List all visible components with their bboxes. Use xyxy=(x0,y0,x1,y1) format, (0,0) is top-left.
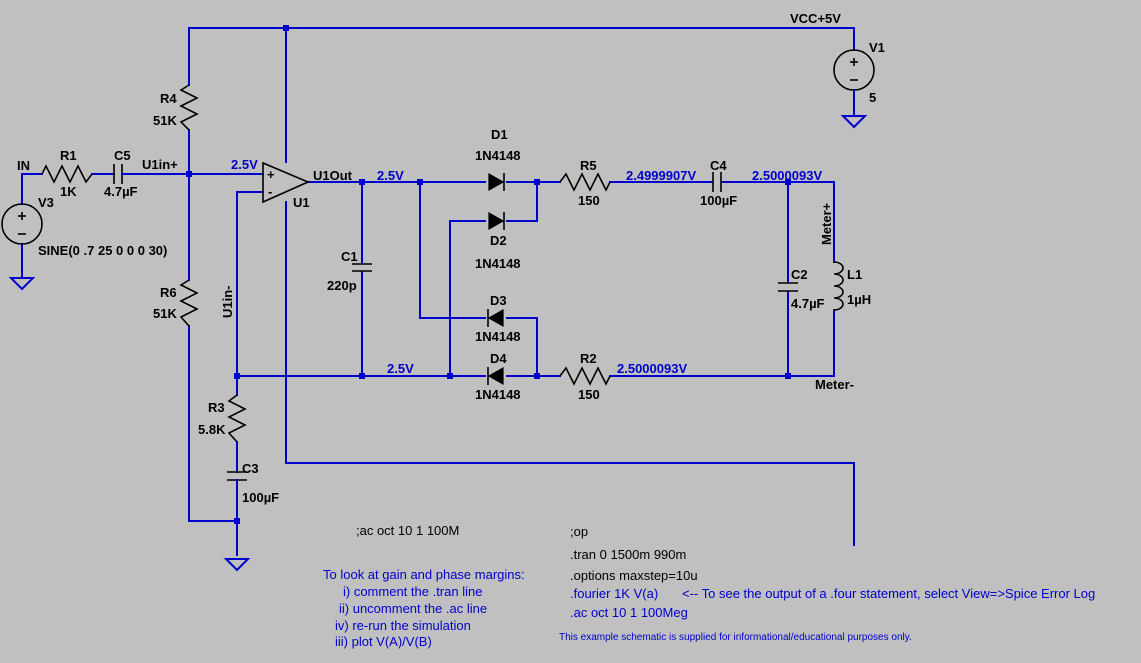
voltage-c1-bottom: 2.5V xyxy=(387,361,414,376)
opamp-u1[interactable]: + - xyxy=(262,161,311,204)
junction-dots xyxy=(186,25,791,524)
c3-value: 100µF xyxy=(242,490,279,505)
directive-options[interactable]: .options maxstep=10u xyxy=(570,568,698,583)
voltage-c4-out: 2.5000093V xyxy=(752,168,822,183)
resistor-r5[interactable] xyxy=(559,172,611,192)
diode-d1[interactable] xyxy=(488,172,505,192)
voltage-source-v1[interactable] xyxy=(833,49,875,117)
c4-name: C4 xyxy=(710,158,727,173)
directive-ac-commented[interactable]: ;ac oct 10 1 100M xyxy=(356,523,459,538)
resistor-r2[interactable] xyxy=(559,366,611,386)
opamp-minus-sign: - xyxy=(268,184,272,199)
d2-name: D2 xyxy=(490,233,507,248)
c5-name: C5 xyxy=(114,148,131,163)
r3-value: 5.8K xyxy=(198,422,226,437)
ground-icon xyxy=(8,277,36,291)
fourier-note: <-- To see the output of a .four stateme… xyxy=(682,586,1095,601)
instructions-title: To look at gain and phase margins: xyxy=(323,567,525,582)
l1-value: 1µH xyxy=(847,292,871,307)
v1-value: 5 xyxy=(869,90,876,105)
d3-name: D3 xyxy=(490,293,507,308)
net-label-in: IN xyxy=(17,158,30,173)
voltage-r2-out: 2.5000093V xyxy=(617,361,687,376)
voltage-u1in-plus: 2.5V xyxy=(231,157,258,172)
r4-value: 51K xyxy=(153,113,177,128)
directive-tran[interactable]: .tran 0 1500m 990m xyxy=(570,547,686,562)
r5-value: 150 xyxy=(578,193,600,208)
voltage-source-v3[interactable] xyxy=(1,203,43,245)
v3-value: SINE(0 .7 25 0 0 0 30) xyxy=(38,243,167,258)
v3-name: V3 xyxy=(38,195,54,210)
r2-value: 150 xyxy=(578,387,600,402)
r6-value: 51K xyxy=(153,306,177,321)
d4-name: D4 xyxy=(490,351,507,366)
net-label-u1in-minus: U1in- xyxy=(220,286,235,319)
resistor-r1[interactable] xyxy=(41,164,93,184)
diode-d2[interactable] xyxy=(488,211,505,231)
capacitor-c4[interactable] xyxy=(712,172,722,192)
instructions-comment: To look at gain and phase margins: i) co… xyxy=(323,567,525,649)
c2-name: C2 xyxy=(791,267,808,282)
directive-ac[interactable]: .ac oct 10 1 100Meg xyxy=(570,605,688,620)
voltage-u1out: 2.5V xyxy=(377,168,404,183)
directive-fourier[interactable]: .fourier 1K V(a) xyxy=(570,586,658,601)
ground-icon xyxy=(840,115,868,129)
instructions-step: i) comment the .tran line xyxy=(343,584,482,599)
diode-d3[interactable] xyxy=(487,308,504,328)
c2-value: 4.7µF xyxy=(791,296,825,311)
r5-name: R5 xyxy=(580,158,597,173)
capacitor-c1[interactable] xyxy=(352,263,372,272)
resistor-r3[interactable] xyxy=(227,394,247,443)
capacitor-c5[interactable] xyxy=(113,164,135,184)
c4-value: 100µF xyxy=(700,193,737,208)
r1-value: 1K xyxy=(60,184,77,199)
r6-name: R6 xyxy=(160,285,177,300)
resistor-r4[interactable] xyxy=(179,84,199,131)
net-label-u1out: U1Out xyxy=(313,168,353,183)
resistor-r6[interactable] xyxy=(179,279,199,327)
instructions-step: ii) uncomment the .ac line xyxy=(339,601,487,616)
c3-name: C3 xyxy=(242,461,259,476)
instructions-step: iii) plot V(A)/V(B) xyxy=(335,634,432,649)
net-label-vcc: VCC+5V xyxy=(790,11,841,26)
net-label-meter-minus: Meter- xyxy=(815,377,854,392)
net-label-meter-plus: Meter+ xyxy=(819,202,834,245)
l1-name: L1 xyxy=(847,267,862,282)
d3-value: 1N4148 xyxy=(475,329,521,344)
inductor-l1[interactable] xyxy=(833,261,844,311)
disclaimer-text: This example schematic is supplied for i… xyxy=(559,632,912,643)
u1-name: U1 xyxy=(293,195,310,210)
d2-value: 1N4148 xyxy=(475,256,521,271)
c1-value: 220p xyxy=(327,278,357,293)
r3-name: R3 xyxy=(208,400,225,415)
r4-name: R4 xyxy=(160,91,177,106)
wires xyxy=(21,27,855,556)
directive-op[interactable]: ;op xyxy=(570,524,588,539)
r2-name: R2 xyxy=(580,351,597,366)
ground-icon xyxy=(223,558,251,572)
d1-value: 1N4148 xyxy=(475,148,521,163)
instructions-step: iv) re-run the simulation xyxy=(335,618,471,633)
r1-name: R1 xyxy=(60,148,77,163)
d4-value: 1N4148 xyxy=(475,387,521,402)
v1-name: V1 xyxy=(869,40,885,55)
opamp-plus-sign: + xyxy=(267,167,275,182)
diode-d4[interactable] xyxy=(487,366,504,386)
c5-value: 4.7µF xyxy=(104,184,138,199)
net-label-u1in-plus: U1in+ xyxy=(142,157,178,172)
capacitor-c2[interactable] xyxy=(778,282,798,292)
capacitor-c3[interactable] xyxy=(227,471,247,491)
c1-name: C1 xyxy=(341,249,358,264)
voltage-r5-out: 2.4999907V xyxy=(626,168,696,183)
d1-name: D1 xyxy=(491,127,508,142)
